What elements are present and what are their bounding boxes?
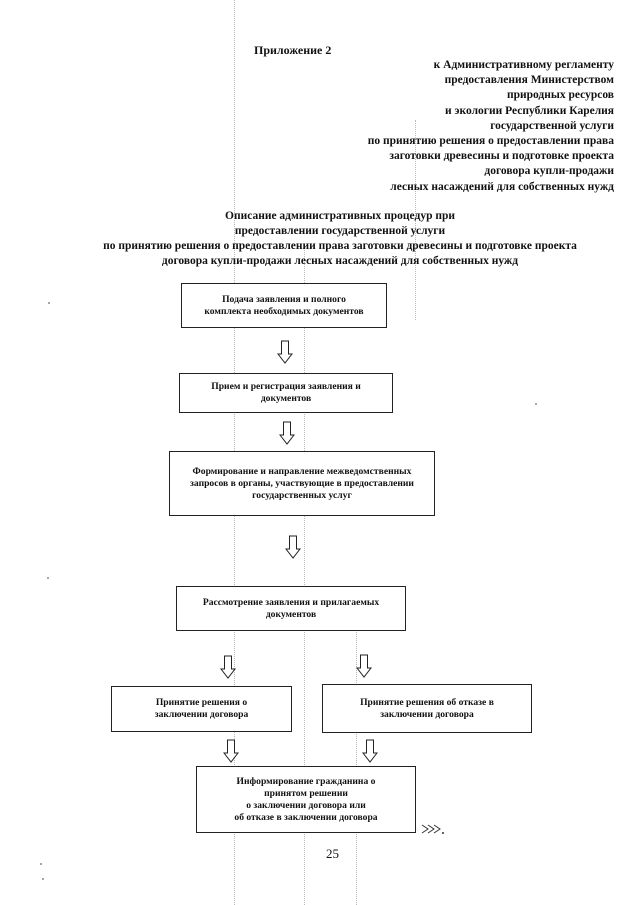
down-arrow-icon [220, 655, 236, 679]
regulation-line: и экологии Республики Карелия [445, 104, 614, 117]
step-inform-citizen: Информирование гражданина о принятом реш… [196, 766, 416, 833]
step-text: заключении договора [154, 709, 249, 720]
step-text: документов [260, 393, 312, 404]
step-decision-refuse: Принятие решения об отказе в заключении … [322, 684, 532, 733]
step-text: запросов в органы, участвующие в предост… [190, 477, 414, 489]
step-text: государственных услуг [252, 489, 352, 501]
scan-speck [40, 863, 42, 865]
down-arrow-icon [285, 535, 301, 559]
step-text: Подача заявления и полного [222, 293, 346, 305]
scan-line [304, 250, 306, 905]
regulation-line: государственной услуги [490, 119, 614, 132]
step-text: заключении договора [380, 708, 474, 720]
title-line: Описание административных процедур при [225, 210, 455, 222]
step-text: Принятие решения о [155, 697, 248, 708]
regulation-line: договора купли-продажи [484, 165, 614, 178]
step-text: Принятие решения об отказе в [360, 696, 494, 708]
scan-speck [42, 878, 44, 880]
appendix-label: Приложение 2 [254, 43, 332, 57]
down-arrow-icon [279, 421, 295, 445]
down-arrow-icon [362, 739, 378, 763]
title-line: договора купли-продажи лесных насаждений… [161, 255, 519, 267]
down-arrow-icon [277, 340, 293, 364]
scan-speck [47, 577, 49, 579]
page-number: 25 [326, 846, 339, 861]
title-line: предоставлении государственной услуги [234, 225, 446, 237]
regulation-line: предоставления Министерством [444, 74, 614, 87]
document-title: Описание административных процедур при п… [40, 209, 640, 269]
step-text: документов [265, 608, 317, 620]
scan-line [415, 120, 417, 320]
down-arrow-icon [356, 654, 372, 678]
regulation-line: заготовки древесины и подготовке проекта [389, 150, 614, 163]
step-text: об отказе в заключении договора [234, 811, 378, 823]
regulation-reference: к Административному регламенту предостав… [368, 58, 614, 195]
step-submit-application: Подача заявления и полного комплекта нео… [181, 283, 387, 328]
step-text: принятом решении [264, 787, 348, 799]
title-line: по принятию решения о предоставлении пра… [103, 240, 577, 252]
step-register-application: Прием и регистрация заявления и документ… [179, 373, 393, 413]
step-text: Информирование гражданина о [236, 775, 376, 787]
step-decision-approve: Принятие решения о заключении договора [111, 686, 292, 732]
handwritten-mark [421, 824, 444, 834]
down-arrow-icon [223, 739, 239, 763]
scan-speck [48, 302, 50, 304]
step-text: комплекта необходимых документов [204, 305, 364, 317]
regulation-line: природных ресурсов [506, 89, 614, 102]
scan-speck [535, 403, 537, 405]
step-review-application: Рассмотрение заявления и прилагаемых док… [176, 586, 406, 631]
step-text: о заключении договора или [246, 799, 366, 811]
scan-line [356, 600, 358, 905]
step-text: Рассмотрение заявления и прилагаемых [202, 596, 380, 608]
regulation-line: лесных насаждений для собственных нужд [390, 180, 614, 193]
regulation-line: по принятию решения о предоставлении пра… [367, 135, 614, 148]
step-interagency-requests: Формирование и направление межведомствен… [169, 451, 435, 516]
regulation-line: к Административному регламенту [433, 59, 614, 71]
step-text: Прием и регистрация заявления и [211, 381, 361, 392]
step-text: Формирование и направление межведомствен… [192, 465, 412, 477]
